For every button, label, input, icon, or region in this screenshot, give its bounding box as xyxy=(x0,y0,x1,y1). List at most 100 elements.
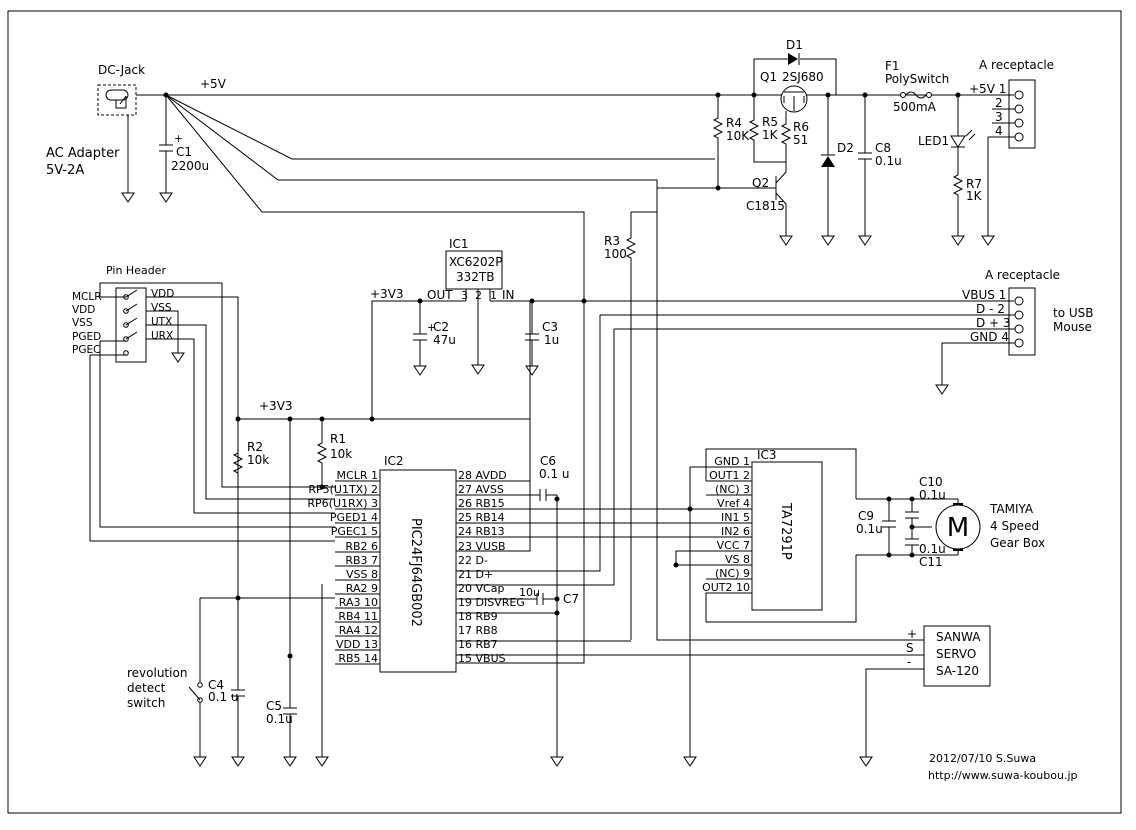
mosfet-q1: Q1 2SJ680 xyxy=(760,70,824,113)
capacitor-c3: C3 1u xyxy=(525,301,559,376)
ic3-pin-label: OUT2 10 xyxy=(702,581,750,594)
svg-text:C1: C1 xyxy=(176,145,192,159)
svg-text:revolution: revolution xyxy=(127,666,187,680)
adapter-label-2: 5V-2A xyxy=(46,163,84,178)
ic3-pin-label: IN2 6 xyxy=(721,525,750,538)
svg-text:+3V3: +3V3 xyxy=(370,287,404,301)
svg-text:500mA: 500mA xyxy=(893,100,937,114)
resistor-r5: R5 1K xyxy=(748,95,786,163)
usb-receptacle-mouse: A receptacle VBUS 1 D - 2 D + 3 GND 4 to… xyxy=(962,268,1094,356)
ic2-left-pin-label: RB3 7 xyxy=(345,554,378,567)
ic3-pin-label: (NC) 3 xyxy=(715,483,750,496)
ic2-left-pin-label: PGEC1 5 xyxy=(331,525,378,538)
svg-text:C11: C11 xyxy=(919,555,943,569)
capacitor-c8: C8 0.1u xyxy=(858,95,902,246)
svg-text:+3V3: +3V3 xyxy=(259,399,293,413)
svg-text:SA-120: SA-120 xyxy=(936,664,979,678)
sheet-border xyxy=(7,10,1122,814)
ic2-right-pin-label: 25 RB14 xyxy=(458,511,505,524)
svg-text:-: - xyxy=(907,655,911,669)
diode-d1: D1 xyxy=(753,38,837,95)
svg-text:VDD: VDD xyxy=(151,288,174,300)
svg-text:4: 4 xyxy=(995,124,1003,138)
svg-text:332TB: 332TB xyxy=(456,270,494,284)
svg-text:10k: 10k xyxy=(330,447,352,461)
svg-text:2SJ680: 2SJ680 xyxy=(782,70,824,84)
ic3-pin-label: GND 1 xyxy=(714,455,750,468)
svg-text:PGEC: PGEC xyxy=(72,344,100,356)
regulator-ic1: IC1 XC6202P 332TB 3 2 1 OUT IN xyxy=(427,237,515,375)
svg-text:VSS: VSS xyxy=(72,317,93,329)
svg-text:2: 2 xyxy=(995,96,1003,110)
svg-text:+5V 1: +5V 1 xyxy=(969,82,1006,96)
ic2-left-pin-label: RB5 14 xyxy=(338,652,378,665)
svg-text:C4: C4 xyxy=(208,678,224,692)
wire-d-plus xyxy=(456,328,1015,586)
svg-text:R5: R5 xyxy=(762,115,778,129)
svg-text:detect: detect xyxy=(127,681,166,695)
receptacle-1-title: A receptacle xyxy=(979,58,1054,72)
svg-text:Pin Header: Pin Header xyxy=(106,264,166,277)
wire-3v3-out xyxy=(371,300,466,419)
capacitor-c7: 10u C7 xyxy=(456,586,579,606)
svg-text:Mouse: Mouse xyxy=(1053,320,1092,334)
diode-d2: D2 xyxy=(821,95,854,246)
ic2-right-pin-label: 19 DISVREG xyxy=(458,596,525,609)
resistor-r1: R1 10k xyxy=(316,419,352,490)
svg-text:4 Speed: 4 Speed xyxy=(990,519,1039,533)
ic2-right-pin-label: 16 RB7 xyxy=(458,638,498,651)
adapter-label-1: AC Adapter xyxy=(46,146,120,161)
ic2-left-pin-label: RB2 6 xyxy=(345,540,378,553)
ic2-part-label: PIC24FJ64GB002 xyxy=(408,518,423,627)
svg-text:Q2: Q2 xyxy=(752,176,769,190)
ic2-left-pin-label: RA2 9 xyxy=(346,582,378,595)
svg-text:VSS: VSS xyxy=(151,302,172,314)
ic3-pin-label: VCC 7 xyxy=(717,539,750,552)
svg-text:C8: C8 xyxy=(875,141,891,155)
svg-text:IC1: IC1 xyxy=(449,237,469,251)
svg-text:C6: C6 xyxy=(540,454,556,468)
ic3-pin-label: VS 8 xyxy=(725,553,750,566)
svg-text:GND 4: GND 4 xyxy=(970,330,1009,344)
svg-text:0.1 u: 0.1 u xyxy=(208,690,239,704)
wire-5v-r4 xyxy=(165,94,715,160)
footer-date-author: 2012/07/10 S.Suwa xyxy=(929,752,1036,765)
wire-servo-plus xyxy=(165,94,924,641)
svg-text:R3: R3 xyxy=(604,234,620,248)
svg-text:47u: 47u xyxy=(433,333,456,347)
svg-text:D + 3: D + 3 xyxy=(976,316,1011,330)
svg-text:IN: IN xyxy=(502,288,515,302)
ic2-right-pin-label: 15 VBUS xyxy=(458,652,506,665)
resistor-r3: R3 100 xyxy=(604,188,658,640)
svg-text:LED1: LED1 xyxy=(918,134,949,148)
led-led1: LED1 xyxy=(918,95,976,175)
svg-text:C9: C9 xyxy=(858,509,874,523)
ic2-right-pin-label: 21 D+ xyxy=(458,568,493,581)
capacitor-c1: + C1 2200u xyxy=(159,95,209,203)
svg-text:0.1u: 0.1u xyxy=(919,542,946,556)
ic3-pin-label: Vref 4 xyxy=(717,497,750,510)
ic3-part-label: TA7291P xyxy=(778,502,793,560)
svg-text:1u: 1u xyxy=(544,333,559,347)
ic2-right-pin-label: 22 D- xyxy=(458,554,488,567)
svg-text:C5: C5 xyxy=(266,699,282,713)
ic2-right-pin-label: 26 RB15 xyxy=(458,497,505,510)
svg-text:URX: URX xyxy=(151,330,173,342)
svg-text:Gear Box: Gear Box xyxy=(990,536,1045,550)
svg-text:D2: D2 xyxy=(837,141,854,155)
ic2-left-pin-label: RP6(U1RX) 3 xyxy=(307,497,378,510)
resistor-r4: R4 10K xyxy=(712,95,750,188)
svg-text:1K: 1K xyxy=(762,128,779,142)
dc-jack: DC-Jack AC Adapter 5V-2A xyxy=(46,63,145,203)
ic2-right-pin-label: 20 VCap xyxy=(458,582,504,595)
svg-text:R2: R2 xyxy=(247,440,263,454)
svg-text:OUT: OUT xyxy=(427,288,453,302)
svg-text:XC6202P: XC6202P xyxy=(449,255,503,269)
svg-text:3: 3 xyxy=(995,110,1003,124)
svg-text:0.1u: 0.1u xyxy=(856,522,883,536)
servo-sa120: SANWA SERVO SA-120 + S - xyxy=(859,625,991,767)
pin-header: Pin Header MCLR VDD VSS PGED PGEC VDD VS… xyxy=(72,264,335,542)
capacitor-c10: C10 0.1u xyxy=(905,475,946,530)
